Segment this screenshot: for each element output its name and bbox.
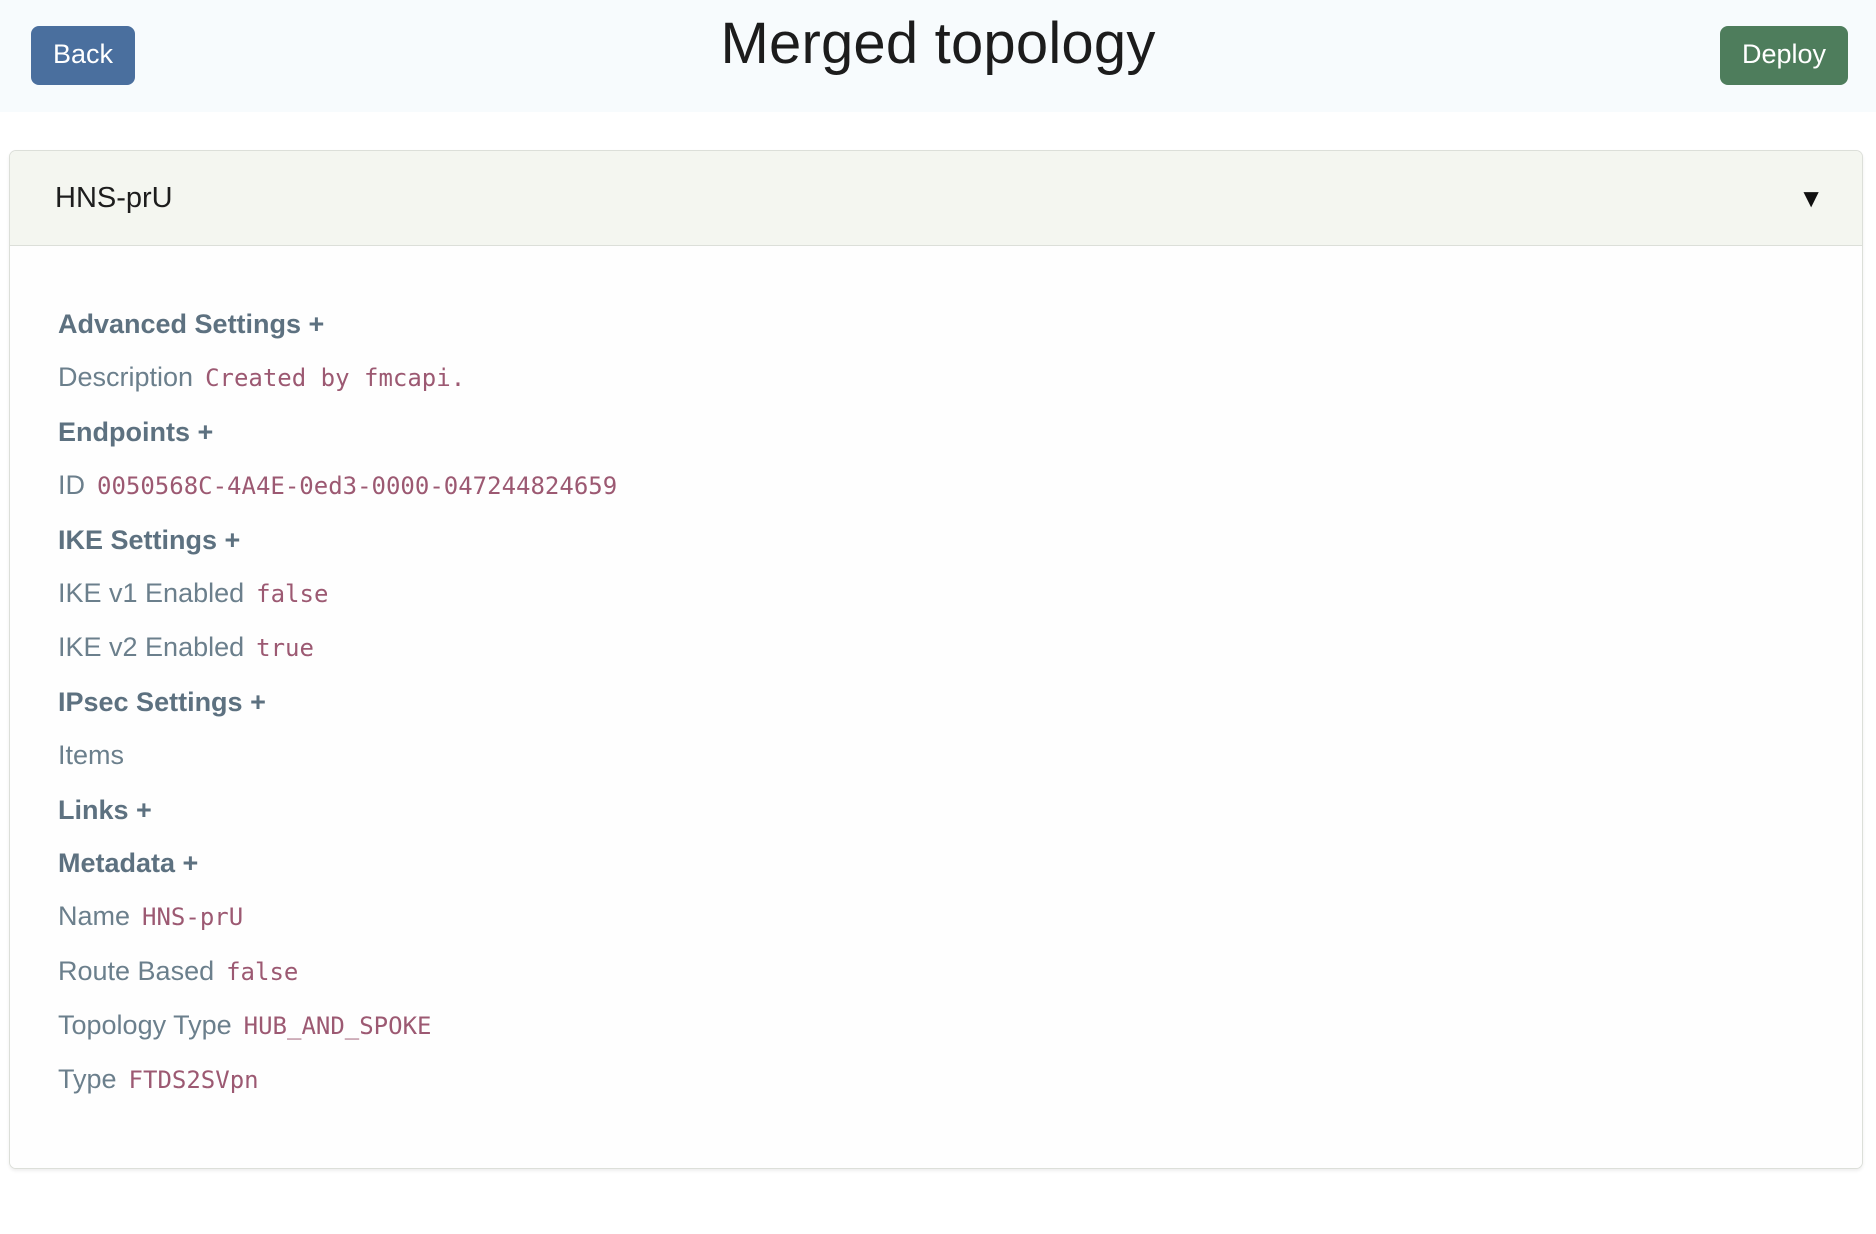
deploy-button[interactable]: Deploy (1719, 26, 1848, 85)
detail-label: Name (58, 901, 131, 932)
detail-label: Type (58, 1064, 117, 1095)
detail-row: Route Based false (10, 955, 1862, 987)
section-heading[interactable]: IPsec Settings + (58, 686, 266, 717)
accordion-header-hns-pru[interactable]: HNS-prU ▼ (10, 151, 1862, 246)
detail-value: FTDS2SVpn (128, 1066, 259, 1095)
page-title: Merged topology (720, 11, 1156, 76)
detail-label: Items (58, 740, 125, 771)
detail-value: HUB_AND_SPOKE (243, 1012, 432, 1041)
detail-row: IKE v1 Enabled false (10, 577, 1862, 609)
section-heading[interactable]: Advanced Settings + (58, 309, 325, 339)
detail-row: IKE v2 Enabled true (10, 631, 1862, 663)
detail-value: false (256, 579, 329, 608)
detail-value: HNS-prU (142, 903, 244, 932)
detail-row: Topology Type HUB_AND_SPOKE (10, 1009, 1862, 1041)
detail-value: 0050568C-4A4E-0ed3-0000-047244824659 (97, 472, 618, 501)
detail-label: Description (58, 362, 194, 393)
detail-value: Created by fmcapi. (205, 364, 466, 393)
accordion-title: HNS-prU (55, 181, 173, 214)
detail-row: Name HNS-prU (10, 900, 1862, 932)
section-heading[interactable]: Endpoints + (58, 416, 214, 447)
topology-card: HNS-prU ▼ Advanced Settings + Description… (9, 150, 1863, 1169)
detail-label: IKE v1 Enabled (58, 577, 245, 608)
chevron-down-icon[interactable]: ▼ (1798, 183, 1824, 213)
detail-value: false (226, 957, 299, 986)
detail-value: true (256, 634, 314, 663)
top-bar: Back Merged topology Deploy (0, 0, 1876, 112)
section-heading[interactable]: IKE Settings + (58, 524, 241, 555)
back-button[interactable]: Back (31, 26, 136, 85)
topology-details: Advanced Settings + Description Created by… (10, 246, 1862, 1168)
detail-label: ID (58, 470, 85, 501)
section-heading[interactable]: Links + (58, 794, 152, 825)
detail-row: ID 0050568C-4A4E-0ed3-0000-047244824659 (10, 469, 1862, 501)
detail-row: Type FTDS2SVpn (10, 1063, 1862, 1095)
detail-row: Items (10, 739, 1862, 771)
detail-label: Route Based (58, 955, 215, 986)
section-heading[interactable]: Metadata + (58, 847, 199, 878)
detail-label: IKE v2 Enabled (58, 632, 245, 663)
detail-label: Topology Type (58, 1010, 232, 1041)
detail-row: Description Created by fmcapi. (10, 361, 1862, 393)
